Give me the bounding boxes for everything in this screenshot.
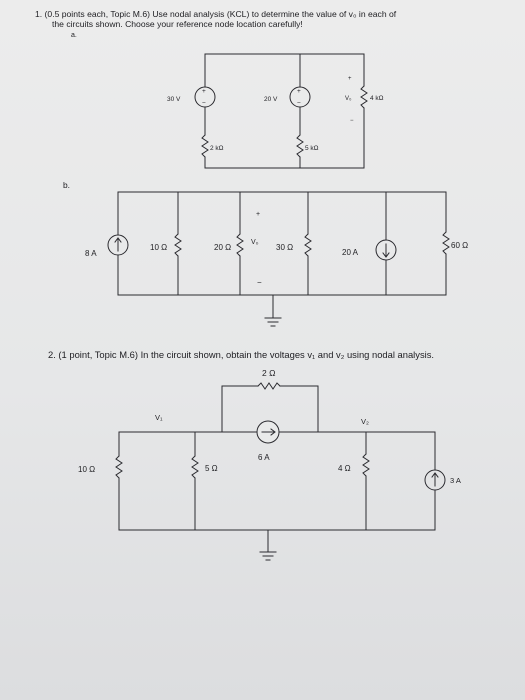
src20-minus: − xyxy=(297,100,301,107)
part-b-label: b. xyxy=(63,180,70,190)
label-30v: 30 V xyxy=(167,96,181,103)
label-60-ohm: 60 Ω xyxy=(451,241,468,250)
label-30-ohm: 30 Ω xyxy=(276,243,293,252)
resistor-4k xyxy=(360,85,368,109)
resistor-2-ohm xyxy=(257,382,281,390)
label-node-v2: V₂ xyxy=(361,417,369,426)
vo-b-plus: + xyxy=(256,211,260,218)
circuit-b xyxy=(107,191,450,327)
problem-1-statement: 1. (0.5 points each, Topic M.6) Use noda… xyxy=(35,9,397,19)
ground-symbol-b xyxy=(264,317,282,327)
label-20-ohm: 20 Ω xyxy=(214,243,231,252)
label-20a: 20 A xyxy=(342,248,359,257)
label-8a: 8 A xyxy=(85,249,97,258)
circuit-2 xyxy=(115,382,446,561)
resistor-10-ohm-2 xyxy=(115,455,123,479)
resistor-4-ohm xyxy=(362,453,370,477)
src30-minus: − xyxy=(202,100,206,107)
resistor-20-ohm xyxy=(236,233,244,257)
label-4k: 4 kΩ xyxy=(370,95,384,102)
label-5-ohm: 5 Ω xyxy=(205,464,218,473)
label-6a: 6 A xyxy=(258,453,270,462)
src30-plus: + xyxy=(202,88,206,95)
label-2-ohm: 2 Ω xyxy=(262,368,275,378)
part-a-label: a. xyxy=(71,32,77,39)
resistor-5k xyxy=(296,134,304,158)
label-3a: 3 A xyxy=(450,476,461,485)
label-20v: 20 V xyxy=(264,96,278,103)
label-5k: 5 kΩ xyxy=(305,145,319,152)
problem-2-statement: 2. (1 point, Topic M.6) In the circuit s… xyxy=(48,349,435,360)
vo-a-minus: − xyxy=(350,118,354,124)
vo-a-plus: + xyxy=(348,76,352,82)
label-vo-a: V₀ xyxy=(345,96,352,102)
label-node-v1: V₁ xyxy=(155,413,163,422)
problem-1-statement-cont: the circuits shown. Choose your referenc… xyxy=(52,19,303,29)
resistor-5-ohm xyxy=(191,455,199,479)
circuit-a xyxy=(194,53,368,169)
resistor-30-ohm xyxy=(304,233,312,257)
ground-symbol-2 xyxy=(259,551,277,561)
label-vo-b: V₀ xyxy=(251,239,259,246)
resistor-2k xyxy=(201,134,209,158)
vo-b-minus: − xyxy=(257,278,262,287)
src20-plus: + xyxy=(297,88,301,95)
label-2k: 2 kΩ xyxy=(210,145,224,152)
resistor-10-ohm xyxy=(174,233,182,257)
label-10-ohm: 10 Ω xyxy=(150,243,167,252)
label-4-ohm: 4 Ω xyxy=(338,464,351,473)
resistor-60-ohm xyxy=(442,231,450,255)
label-10-ohm-2: 10 Ω xyxy=(78,465,95,474)
